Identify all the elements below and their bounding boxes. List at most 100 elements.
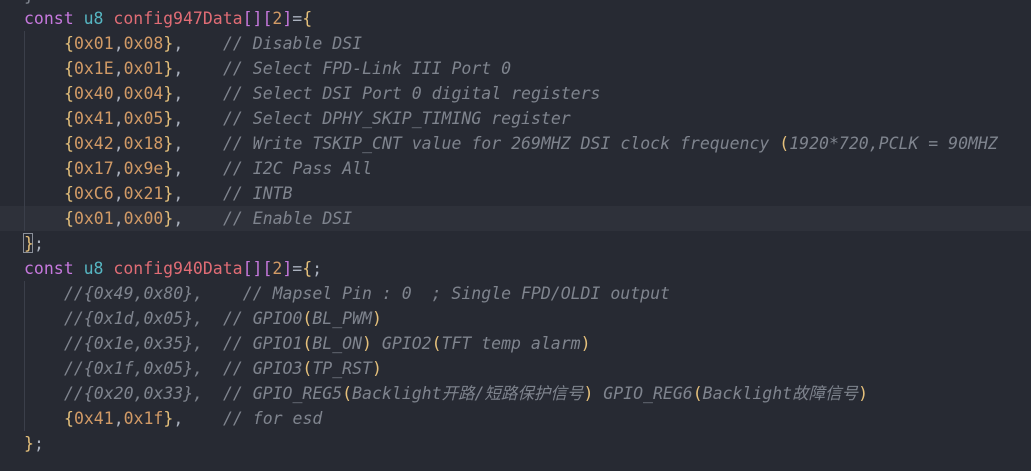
code-line[interactable]: {0x41,0x1f}, // for esd	[0, 406, 1031, 431]
code-line[interactable]: //{0x1f,0x05}, // GPIO3(TP_RST)	[0, 356, 1031, 381]
indent-guide	[24, 356, 25, 381]
code-line[interactable]: //{0x1d,0x05}, // GPIO0(BL_PWM)	[0, 306, 1031, 331]
code-token: 0x17	[73, 159, 114, 178]
code-token: {	[64, 409, 74, 428]
code-token	[74, 259, 84, 278]
code-token: 0x1E	[73, 59, 114, 78]
code-token: }	[24, 434, 34, 453]
code-token: }	[163, 159, 174, 178]
code-token	[183, 159, 223, 178]
code-token	[183, 34, 223, 53]
indent-guide	[24, 156, 25, 181]
code-token: ,	[113, 84, 124, 103]
code-token: const	[24, 259, 74, 278]
code-token: 0x01	[73, 34, 114, 53]
code-token: (	[431, 334, 442, 353]
code-line[interactable]: {0x40,0x04}, // Select DSI Port 0 digita…	[0, 81, 1031, 106]
code-text: {0x41,0x1f}, // for esd	[64, 406, 322, 431]
code-token: 0x01	[123, 59, 164, 78]
code-token: Backlight故障信号	[702, 384, 859, 403]
indent-guide	[24, 56, 25, 81]
code-text: {0x1E,0x01}, // Select FPD-Link III Port…	[64, 56, 511, 81]
code-line[interactable]: };	[0, 231, 1031, 256]
code-line[interactable]: {0x41,0x05}, // Select DPHY_SKIP_TIMING …	[0, 106, 1031, 131]
code-token: ;	[312, 259, 323, 278]
code-token: }	[163, 84, 174, 103]
code-token: (	[692, 384, 703, 403]
code-token: //{0x1e,0x35}, // GPIO1	[64, 334, 303, 353]
code-token	[183, 134, 223, 153]
code-token: // I2C Pass All	[223, 159, 373, 178]
code-line[interactable]: //{0x1e,0x35}, // GPIO1(BL_ON) GPIO2(TFT…	[0, 331, 1031, 356]
code-line[interactable]: {0xC6,0x21}, // INTB	[0, 181, 1031, 206]
code-token: ,	[173, 59, 184, 78]
code-token: ,	[113, 184, 124, 203]
code-token: // for esd	[223, 409, 323, 428]
code-token: TP_RST	[312, 359, 372, 378]
code-token: // Select FPD-Link III Port 0	[223, 59, 512, 78]
code-token: 0xC6	[73, 184, 114, 203]
code-token: ,	[113, 134, 124, 153]
code-token: 0x04	[123, 84, 164, 103]
code-line[interactable]: {0x01,0x08}, // Disable DSI	[0, 31, 1031, 56]
code-token: (	[302, 359, 313, 378]
code-line[interactable]: };	[0, 431, 1031, 456]
code-token: ,	[173, 134, 184, 153]
code-token: ,	[173, 34, 184, 53]
code-line[interactable]: {0x01,0x00}, // Enable DSI	[0, 206, 1031, 231]
code-text: {0x17,0x9e}, // I2C Pass All	[64, 156, 372, 181]
code-text: //{0x1f,0x05}, // GPIO3(TP_RST)	[64, 356, 382, 381]
code-token: )	[580, 334, 591, 353]
code-token: }	[163, 34, 174, 53]
code-token	[103, 9, 113, 28]
code-token: {	[302, 9, 313, 28]
code-token: ,	[173, 209, 184, 228]
code-token: ,	[173, 159, 184, 178]
code-token: //{0x20,0x33}, // GPIO_REG5	[64, 384, 343, 403]
code-token: ,	[113, 109, 124, 128]
code-token: )	[371, 359, 382, 378]
code-token: const	[24, 9, 74, 28]
code-token: 0x42	[73, 134, 114, 153]
code-token: {	[302, 259, 313, 278]
code-token: ]	[282, 259, 293, 278]
code-token: u8	[83, 9, 104, 28]
code-line[interactable]: {0x42,0x18}, // Write TSKIP_CNT value fo…	[0, 131, 1031, 156]
indent-guide	[24, 106, 25, 131]
code-token: ,	[113, 159, 124, 178]
code-token: //{0x49,0x80}, // Mapsel Pin : 0 ; Singl…	[64, 284, 670, 303]
code-token: {	[64, 84, 74, 103]
code-token: ]	[282, 9, 293, 28]
code-token: {	[64, 209, 74, 228]
code-line[interactable]: const u8 config947Data[][2]={	[0, 6, 1031, 31]
indent-guide	[24, 131, 25, 156]
code-text: //{0x1d,0x05}, // GPIO0(BL_PWM)	[64, 306, 382, 331]
code-token: ,	[173, 109, 184, 128]
code-token: u8	[83, 259, 104, 278]
code-token	[183, 409, 223, 428]
code-token: 0x40	[73, 84, 114, 103]
code-line[interactable]: {0x17,0x9e}, // I2C Pass All	[0, 156, 1031, 181]
code-token: config940Data	[113, 259, 243, 278]
code-token: (	[302, 334, 313, 353]
code-token: }	[163, 409, 174, 428]
code-token: 0x21	[123, 184, 164, 203]
code-token: 0x9e	[123, 159, 164, 178]
code-token: 2	[272, 9, 283, 28]
indent-guide	[24, 281, 25, 306]
bracket-match-highlight	[23, 233, 33, 253]
code-line[interactable]: {0x1E,0x01}, // Select FPD-Link III Port…	[0, 56, 1031, 81]
code-token: }	[163, 134, 174, 153]
code-token: BL_ON	[312, 334, 363, 353]
code-token: }	[163, 209, 174, 228]
code-token: )	[371, 309, 382, 328]
indent-guide	[24, 306, 25, 331]
code-token: config947Data	[113, 9, 243, 28]
code-line[interactable]: //{0x20,0x33}, // GPIO_REG5(Backlight开路/…	[0, 381, 1031, 406]
indent-guide	[24, 181, 25, 206]
code-line[interactable]: //{0x49,0x80}, // Mapsel Pin : 0 ; Singl…	[0, 281, 1031, 306]
code-line[interactable]: const u8 config940Data[][2]={;	[0, 256, 1031, 281]
code-token	[183, 184, 223, 203]
code-token: [	[262, 259, 273, 278]
